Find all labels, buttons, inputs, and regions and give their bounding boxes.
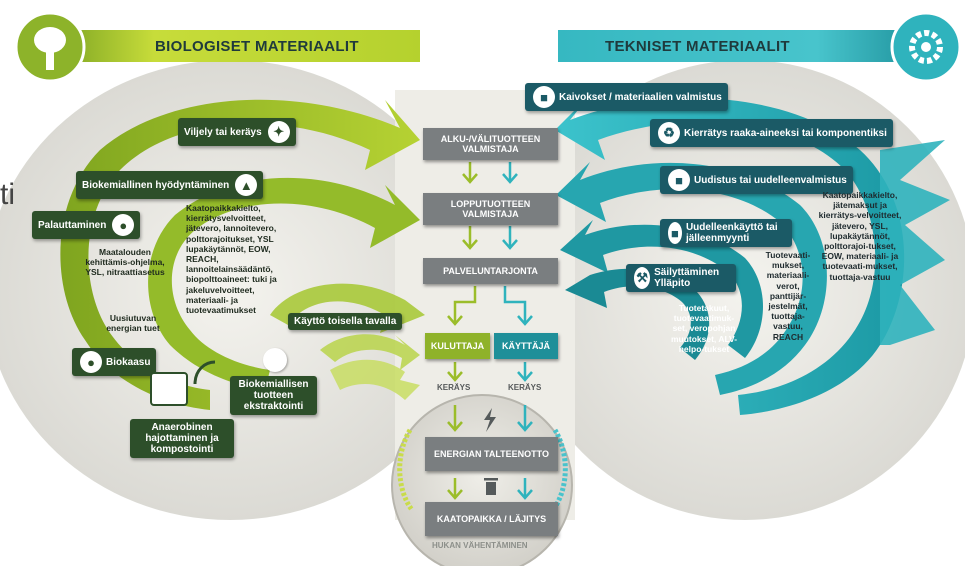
tech-arc-inner: [560, 220, 764, 358]
recycle-icon: ♻: [658, 122, 680, 144]
box-alku: ALKU-/VÄLITUOTTEEN VALMISTAJA: [423, 128, 558, 160]
tag-anaerobinen: Anaerobinen hajottaminen ja kompostointi: [130, 419, 234, 458]
box-kaatopaikka: KAATOPAIKKA / LÄJITYS: [425, 502, 558, 536]
wheat-icon: ✦: [267, 121, 290, 143]
bio-regulation-outer-1: Maatalouden kehittämis-ohjelma, YSL, nit…: [85, 247, 165, 278]
bio-regulation-outer-2: Uusiutuvan energian tuet: [106, 313, 160, 334]
tag-uudelleenkaytto: ■Uudelleenkäyttö tai jälleenmyynti: [660, 219, 792, 247]
uudistus-label: Uudistus tai uudelleenvalmistus: [694, 174, 847, 186]
kaivokset-label: Kaivokset / materiaalien valmistus: [559, 91, 722, 103]
shopping-bag-icon: ■: [668, 222, 682, 244]
beaker-icon: [263, 348, 287, 372]
trash-icon: [484, 478, 498, 495]
box-loppu: LOPPUTUOTTEEN VALMISTAJA: [423, 193, 558, 225]
anaerobinen-label: Anaerobinen hajottaminen ja kompostointi: [145, 422, 219, 455]
tag-ekstraktointi: Biokemiallisen tuotteen ekstraktointi: [230, 376, 317, 415]
bio-arc-inner: [148, 177, 420, 390]
hukan-vahentaminen: HUKAN VÄHENTÄMINEN: [432, 541, 528, 550]
drop-icon: ●: [80, 351, 102, 373]
tag-viljely: Viljely tai keräys ✦: [178, 118, 296, 146]
palauttaminen-label: Palauttaminen: [38, 219, 107, 231]
ekstraktointi-label: Biokemiallisen tuotteen ekstraktointi: [238, 379, 309, 412]
tag-biokaasu: ● Biokaasu: [72, 348, 157, 376]
tech-banner: [558, 30, 928, 62]
biokem-label: Biokemiallinen hyödyntäminen: [82, 179, 230, 191]
factory-icon: ■: [668, 169, 690, 191]
tech-regulation-col1: Tuotetakuut, tuotevaatimuk-set, veropohj…: [670, 303, 738, 354]
tag-kaivokset: ■ Kaivokset / materiaalien valmistus: [525, 83, 728, 111]
viljely-label: Viljely tai keräys: [184, 126, 262, 138]
tech-regulation-col3: Kaatopaikkakielto, jätemaksut ja kierrät…: [818, 190, 902, 282]
tag-sailyttaminen: ⚒Säilyttäminen Ylläpito: [626, 264, 736, 292]
tag-palauttaminen: Palauttaminen ●: [32, 211, 141, 239]
tag-kaytto-toisella: Käyttö toisella tavalla: [288, 313, 403, 330]
bio-arc-outer: [60, 99, 420, 411]
biokaasu-label: Biokaasu: [106, 356, 151, 368]
tech-arc-outer: [555, 95, 905, 415]
kaytto-toisella-label: Käyttö toisella tavalla: [294, 316, 397, 327]
uudelleenkaytto-label: Uudelleenkäyttö tai jälleenmyynti: [685, 222, 778, 244]
box-kayttaja: KÄYTTÄJÄ: [494, 333, 558, 359]
kerays-left: KERÄYS: [437, 383, 471, 392]
tech-title: TEKNISET MATERIAALIT: [605, 37, 790, 55]
tech-arc-mid: [556, 162, 827, 395]
tech-regulation-col2: Tuotevaati-mukset, materiaali-verot, pan…: [765, 250, 811, 342]
lightning-icon: [484, 408, 496, 432]
box-palvelu: PALVELUNTARJONTA: [423, 258, 558, 284]
flask-icon: ▲: [235, 174, 258, 196]
box-kuluttaja: KULUTTAJA: [425, 333, 490, 359]
bio-regulation-inner: Kaatopaikkakielto, kierrätysvelvoitteet,…: [186, 203, 277, 315]
stray-text: ti: [0, 178, 15, 211]
wrench-icon: ⚒: [634, 267, 651, 289]
tag-uudistus: ■ Uudistus tai uudelleenvalmistus: [660, 166, 853, 194]
bio-title: BIOLOGISET MATERIAALIT: [155, 37, 359, 55]
globe-icon: ●: [112, 214, 135, 236]
box-energia: ENERGIAN TALTEENOTTO: [425, 437, 558, 471]
mining-truck-icon: ■: [533, 86, 555, 108]
sailyttaminen-label: Säilyttäminen Ylläpito: [654, 267, 720, 289]
bio-banner: [40, 30, 420, 62]
kerays-right: KERÄYS: [508, 383, 542, 392]
kierratys-label: Kierrätys raaka-aineeksi tai komponentik…: [684, 127, 887, 139]
compost-icon: [150, 372, 188, 406]
tag-kierratys: ♻ Kierrätys raaka-aineeksi tai komponenti…: [650, 119, 893, 147]
tag-biokem: Biokemiallinen hyödyntäminen ▲: [76, 171, 264, 199]
